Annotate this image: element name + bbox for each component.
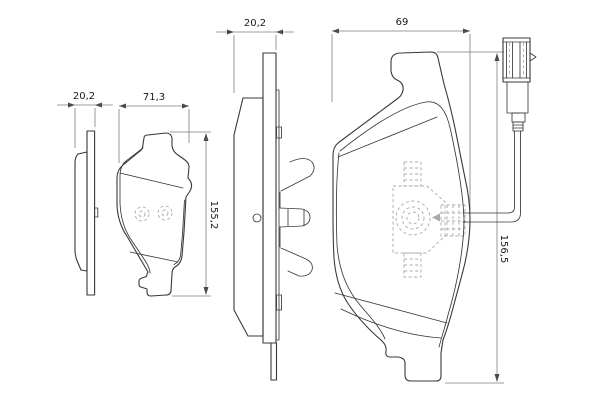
wear-sensor-cable: [462, 130, 521, 223]
small-pad-front-bottom-chamfer-line: [129, 251, 179, 263]
small-pad-front-width-label: 71,3: [143, 92, 165, 103]
small-pad-side-thickness-label: 20,2: [73, 91, 95, 102]
connector-latch: [529, 52, 537, 62]
connector-collar: [512, 121, 524, 132]
small-pad-front-top-chamfer-line: [119, 172, 184, 189]
small-pad-side-view: 20,2: [57, 91, 113, 296]
small-pad-front-view: 71,3 155,2: [116, 92, 219, 297]
large-pad-front-bottom-chamfer-line: [334, 292, 448, 324]
small-pad-front-friction-edge: [119, 147, 151, 274]
large-pad-front-view: 69 156,5: [331, 17, 537, 384]
large-pad-front-top-chamfer-line: [337, 116, 438, 158]
small-pad-front-outline: [116, 132, 193, 297]
large-pad-front-friction-edge-right: [339, 101, 465, 348]
large-pad-front-outline: [332, 51, 471, 382]
small-pad-front-width-dimension: 71,3: [118, 92, 190, 163]
large-pad-front-height-label: 156,5: [498, 235, 509, 264]
large-pad-side-retaining-spring: [279, 158, 315, 277]
wear-sensor-arrow: [432, 213, 440, 222]
large-pad-side-backplate-foot: [270, 342, 278, 381]
small-pad-side-friction-material: [74, 151, 88, 272]
large-pad-side-thickness-dimension: 20,2: [216, 18, 294, 93]
large-pad-front-width-label: 69: [396, 17, 409, 28]
small-pad-side-clip-nub: [94, 207, 99, 218]
large-pad-side-upper-nub: [276, 126, 282, 139]
small-pad-front-height-label: 155,2: [208, 201, 219, 230]
small-pad-front-rivet-holes: [134, 205, 173, 222]
large-pad-side-lower-nub: [276, 294, 282, 311]
small-pad-front-right-friction-edge: [173, 199, 185, 265]
large-pad-side-friction-material: [233, 97, 264, 337]
large-pad-front-width-dimension: 69: [331, 17, 471, 210]
large-pad-side-view: 20,2: [216, 18, 315, 381]
large-pad-side-thickness-label: 20,2: [244, 18, 266, 29]
wear-sensor-connector: [502, 37, 537, 132]
large-pad-side-hole: [252, 213, 262, 223]
large-pad-front-height-dimension: 156,5: [437, 51, 509, 384]
wear-sensor-hidden-detail: [392, 161, 466, 278]
small-pad-side-thickness-dimension: 20,2: [57, 91, 113, 148]
small-pad-front-height-dimension: 155,2: [170, 131, 219, 297]
large-pad-front-friction-edge-left: [335, 152, 386, 340]
large-pad-front-bottom-friction-line: [340, 308, 442, 339]
